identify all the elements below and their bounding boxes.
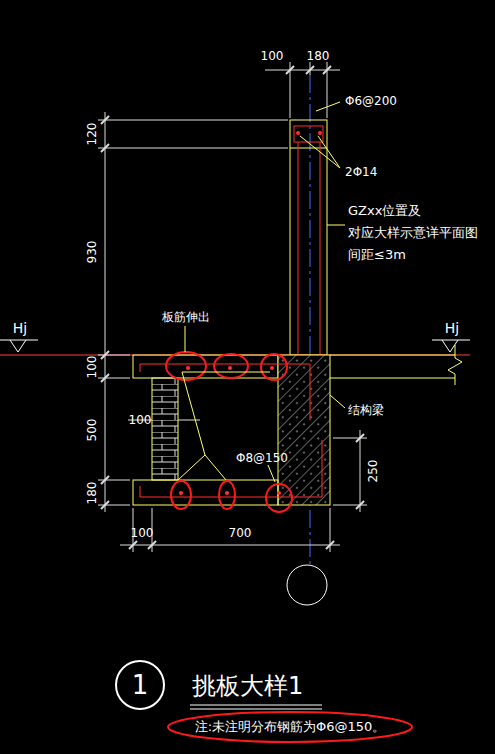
- dimension-text: 100: [85, 356, 99, 379]
- dimension-text: 180: [307, 49, 330, 63]
- detail-number: 1: [132, 670, 149, 700]
- dimension-text: 100: [129, 413, 152, 427]
- dimension-text: 2Φ14: [345, 165, 377, 179]
- detail-title: 挑板大样1: [192, 670, 303, 702]
- dimension-text: 700: [229, 526, 252, 540]
- dimension-text: 180: [85, 482, 99, 505]
- dimension-text: 板筋伸出: [162, 310, 210, 324]
- dimension-text: 250: [366, 460, 380, 483]
- dimension-text: 500: [85, 419, 99, 442]
- dimension-text: 100: [261, 49, 284, 63]
- dimension-text: 结构梁: [348, 403, 384, 417]
- dimension-text: 100: [131, 526, 154, 540]
- dimension-text: Hj: [13, 320, 27, 337]
- dimension-text: Φ6@200: [345, 94, 397, 108]
- note-text: 注:未注明分布钢筋为Φ6@150。: [195, 719, 386, 735]
- dimension-text: Hj: [445, 320, 459, 337]
- dimension-text: 120: [85, 123, 99, 146]
- detail-number-circle: 1: [115, 660, 165, 710]
- callout-note: GZxx位置及 对应大样示意详平面图 间距≤3m: [348, 200, 493, 266]
- dimension-text: Φ8@150: [236, 451, 288, 465]
- dimension-text: 930: [85, 241, 99, 264]
